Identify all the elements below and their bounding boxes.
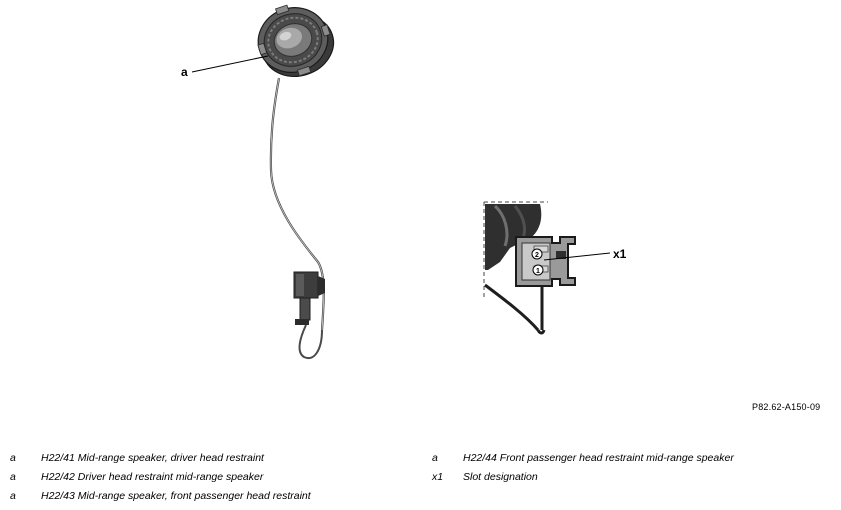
speaker-leader-line [191,55,269,73]
legend-text: H22/41 Mid-range speaker, driver head re… [41,452,264,464]
legend-text: Slot designation [463,471,538,483]
figure-reference-code: P82.62-A150-09 [752,402,821,412]
pin-2-marker: 2 [531,248,543,260]
legend-key: x1 [432,471,444,483]
connector-leader-line [543,252,611,261]
legend-key: a [10,471,16,483]
legend-key: a [10,452,16,464]
mid-range-speaker: a [181,4,335,360]
speaker-housing [257,4,335,77]
svg-text:1: 1 [536,268,540,275]
svg-text:2: 2 [535,252,539,259]
legend-text: H22/42 Driver head restraint mid-range s… [41,471,264,483]
speaker-callout: a [181,65,188,79]
component-illustration: a 2 1 x1 [181,4,627,360]
connector-detail: 2 1 x1 [483,201,627,335]
legend-text: H22/43 Mid-range speaker, front passenge… [41,490,311,502]
legend-key: a [432,452,438,464]
connector-callout: x1 [613,247,627,261]
legend-text: H22/44 Front passenger head restraint mi… [463,452,734,464]
legend-key: a [10,490,16,502]
connector-housing [515,236,576,287]
pin-1-marker: 1 [532,264,544,276]
speaker-plug [293,271,325,325]
